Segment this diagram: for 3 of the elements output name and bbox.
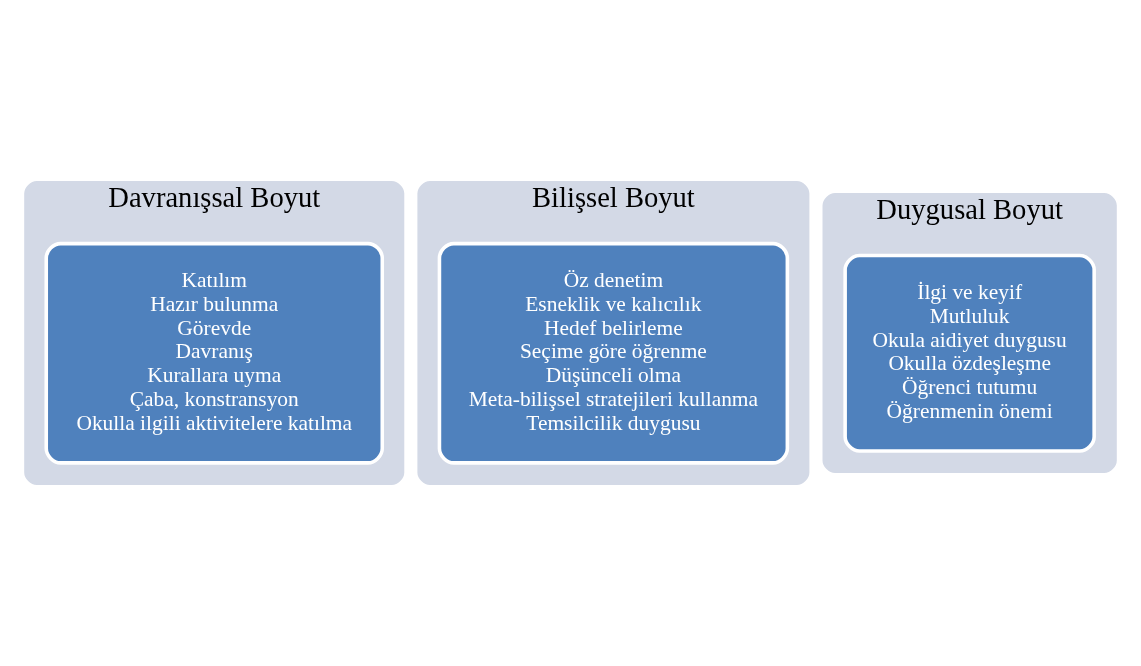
- node-box: Katılım Hazır bulunma Görevde Davranış Kurallara uyma Çaba, konstransyon Okulla ilgili aktivitelere katılma: [44, 241, 385, 465]
- node-box: Öz denetim Esneklik ve kalıcılık Hedef belirleme Seçime göre öğrenme Düşünceli olma Meta-bilişsel stratejileri kullanma Temsilcilik duygusu: [437, 241, 790, 465]
- node-box: İlgi ve keyif Mutluluk Okula aidiyet duygusu Okulla özdeşleşme Öğrenci tutumu Öğrenmenin önemi: [843, 253, 1096, 453]
